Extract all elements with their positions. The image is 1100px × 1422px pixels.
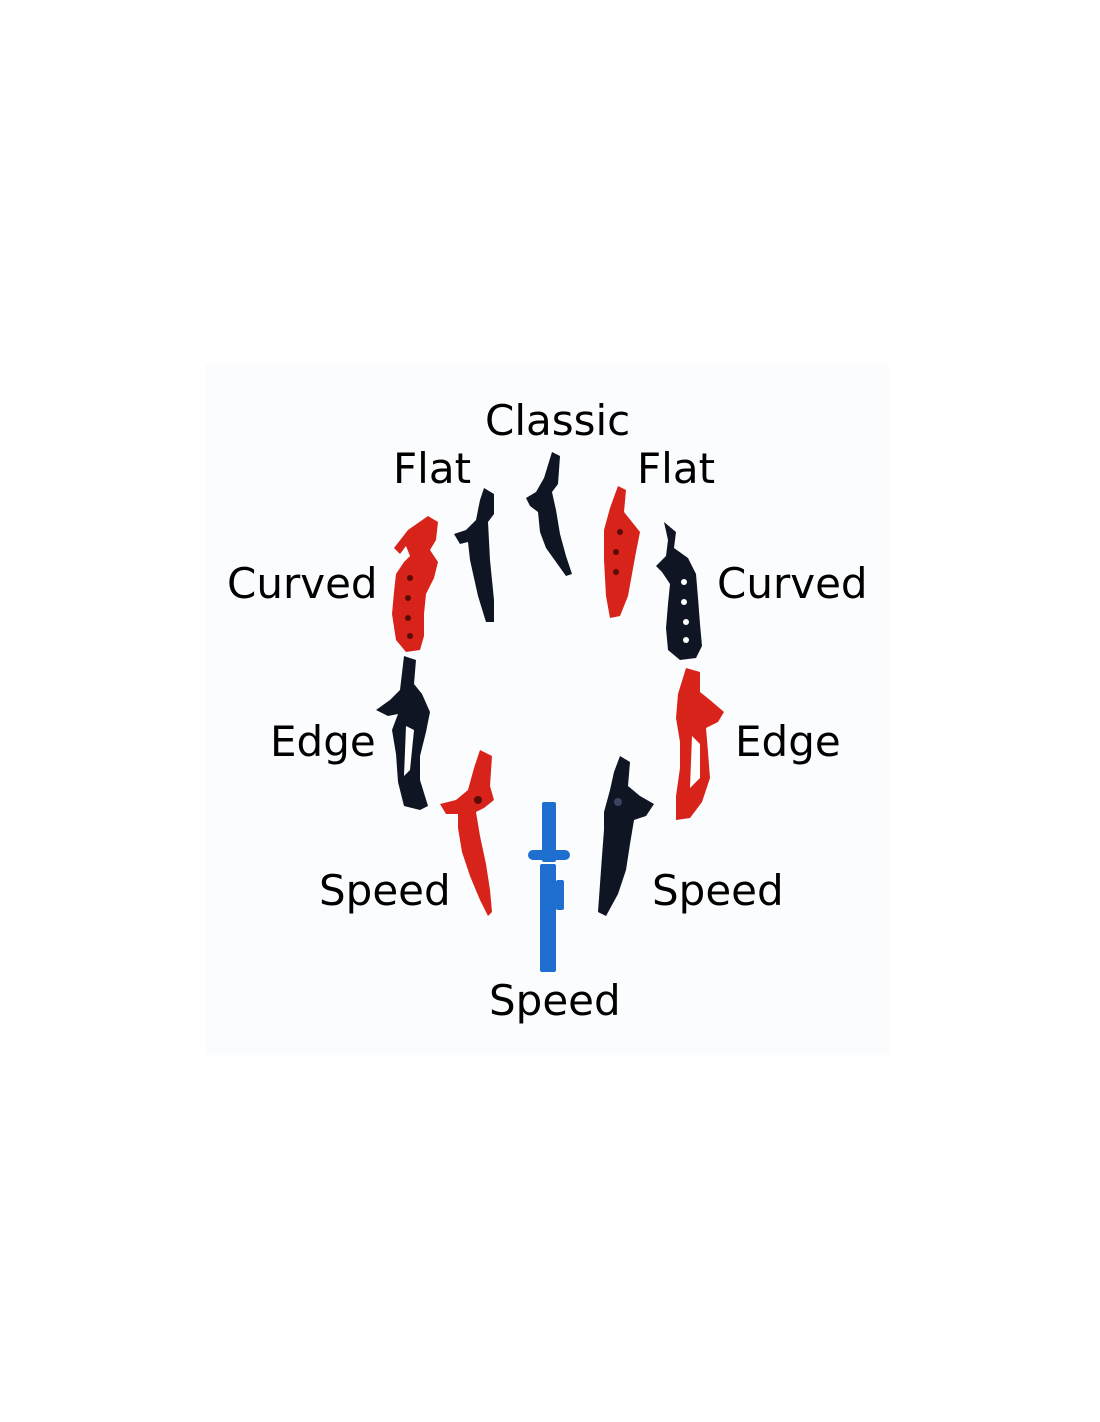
edge-trigger-right xyxy=(676,668,724,820)
speed-trigger-bottom xyxy=(528,802,570,972)
classic-trigger xyxy=(526,452,572,576)
flat-label-left: Flat xyxy=(393,444,472,493)
flat-label-right: Flat xyxy=(637,444,716,493)
speed-label-bottom: Speed xyxy=(489,976,621,1025)
speed-label-right: Speed xyxy=(652,866,784,915)
curved-trigger-left xyxy=(392,516,438,652)
curved-trigger-right xyxy=(656,522,702,660)
edge-trigger-left xyxy=(376,656,430,810)
classic-label: Classic xyxy=(485,396,631,445)
edge-label-left: Edge xyxy=(270,717,376,766)
flat-trigger-right xyxy=(604,486,640,618)
speed-trigger-left xyxy=(440,750,494,916)
speed-trigger-right xyxy=(598,756,654,916)
flat-trigger-left xyxy=(454,488,494,622)
speed-label-left: Speed xyxy=(319,866,451,915)
curved-label-right: Curved xyxy=(717,559,868,608)
edge-label-right: Edge xyxy=(735,717,841,766)
curved-label-left: Curved xyxy=(227,559,378,608)
